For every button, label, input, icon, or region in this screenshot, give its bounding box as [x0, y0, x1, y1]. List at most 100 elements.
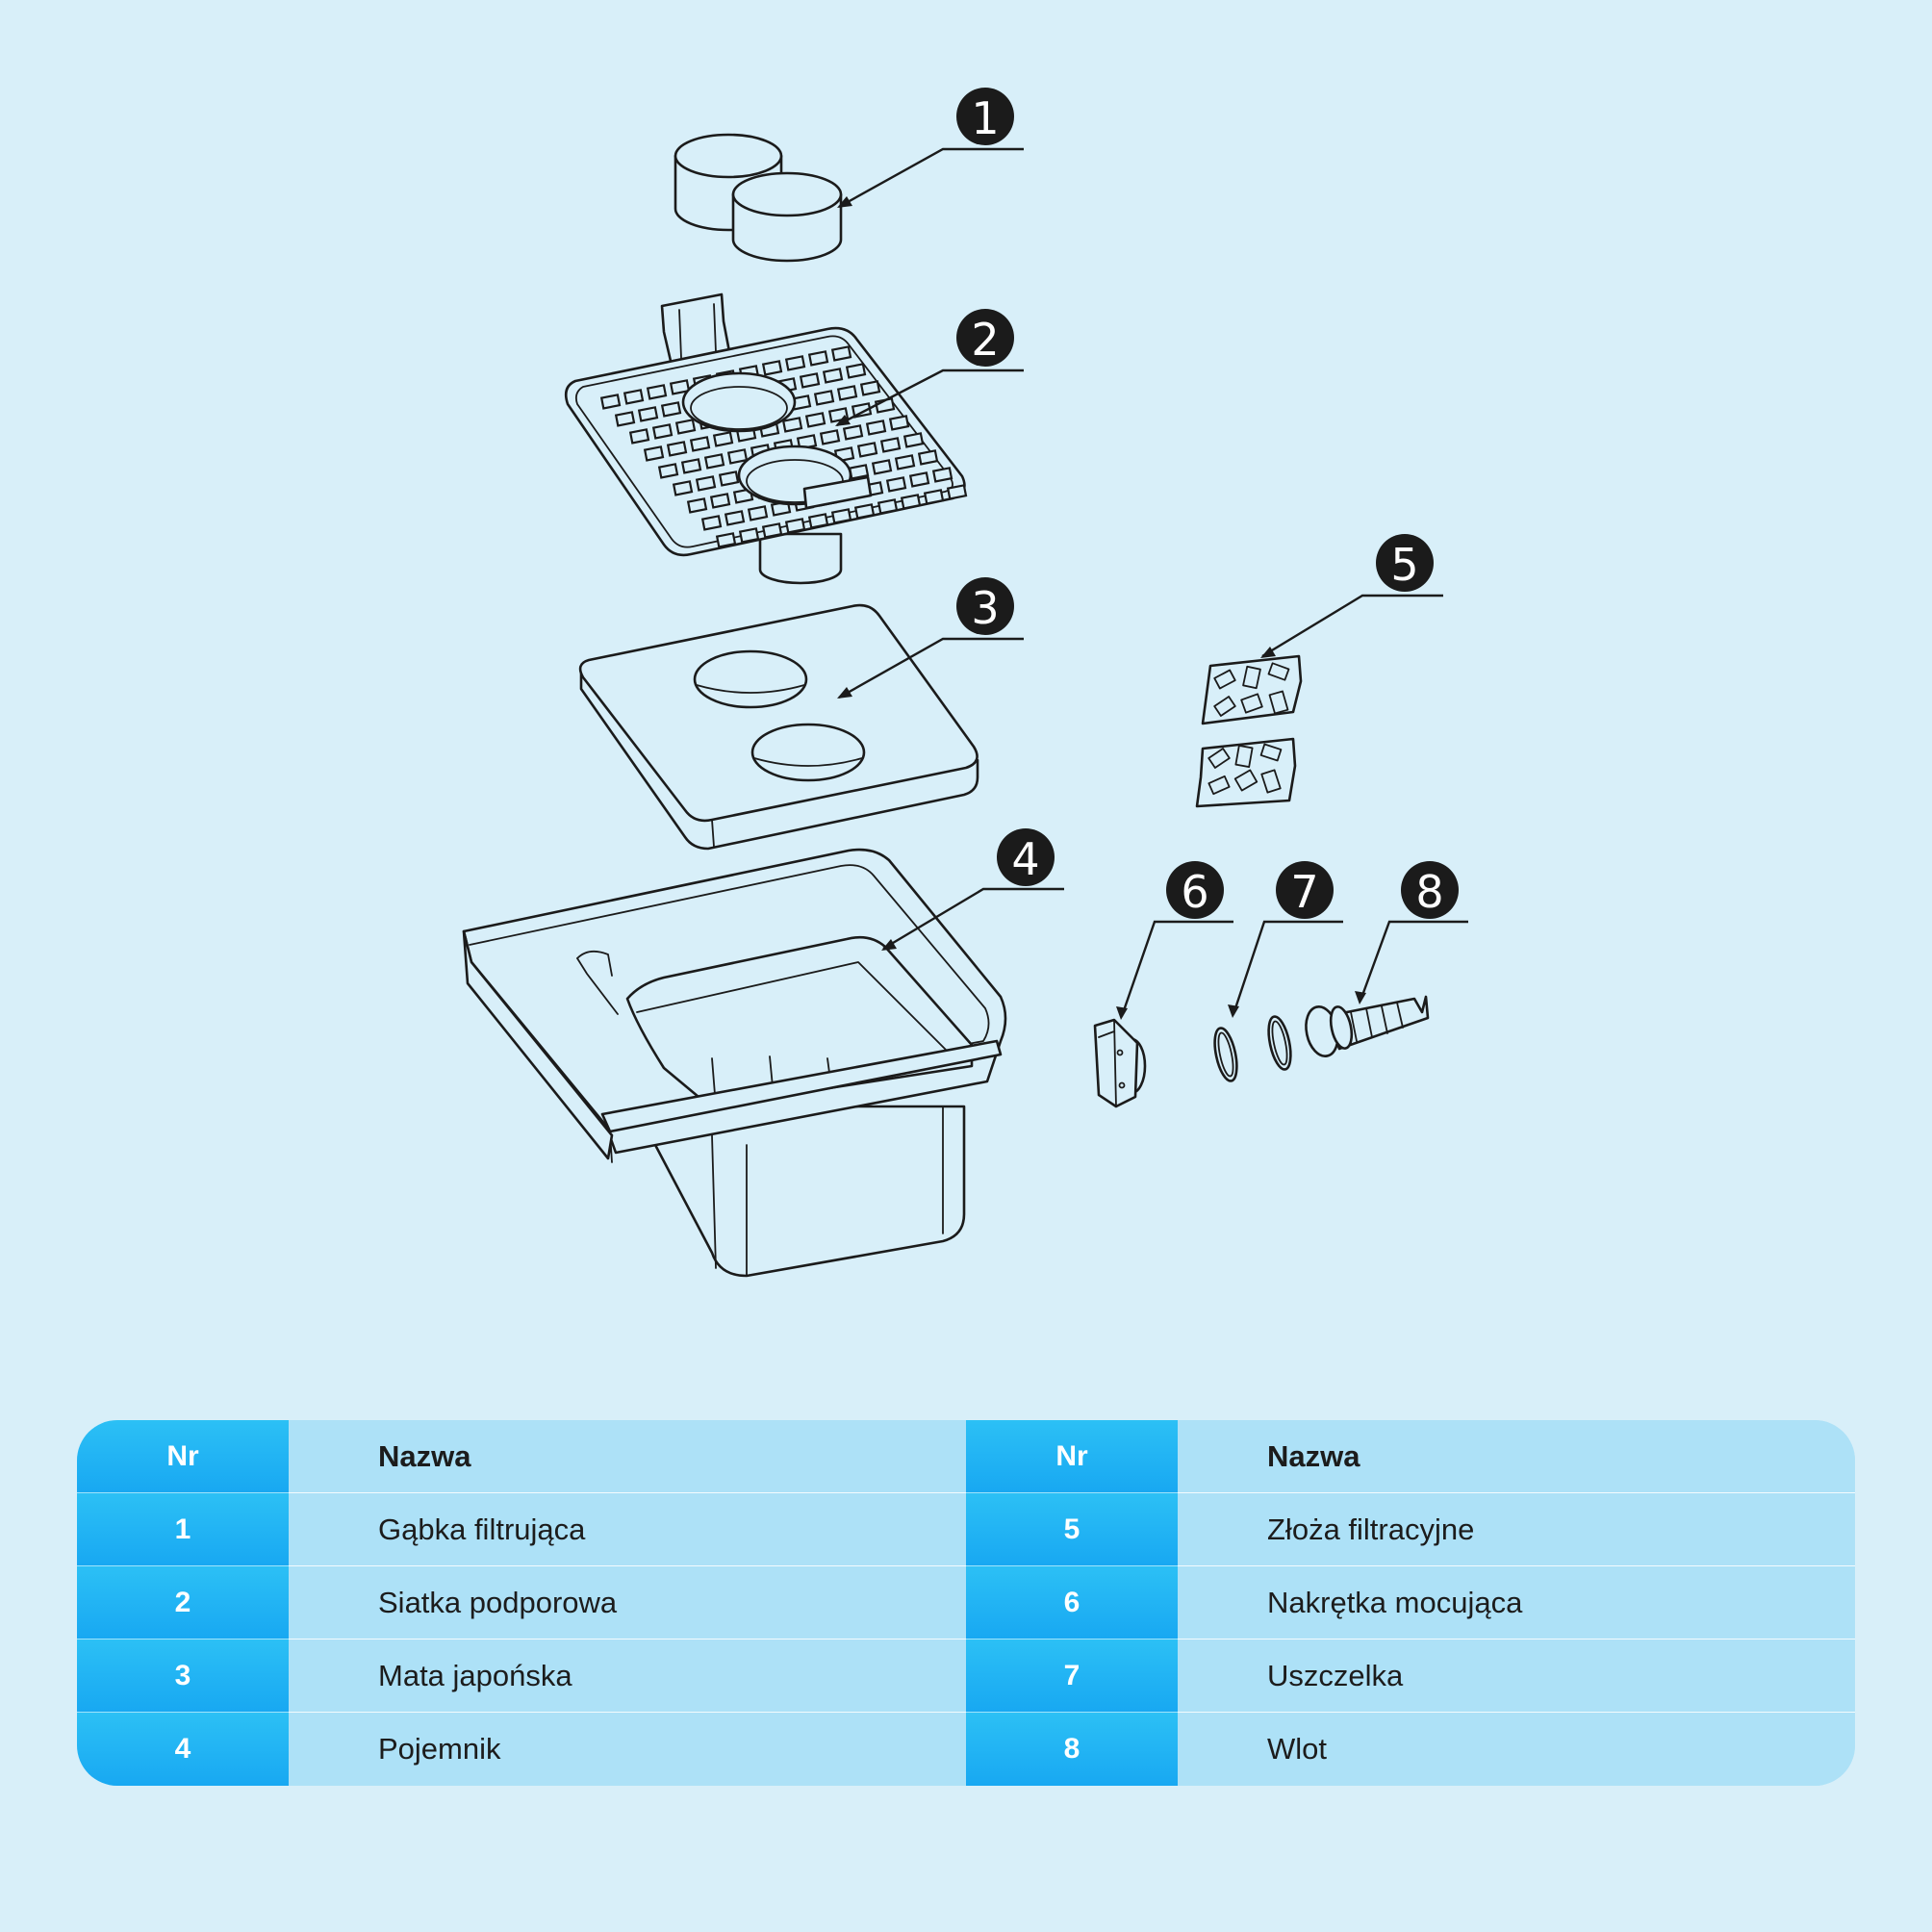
grid-cell — [643, 445, 665, 462]
table-header-name: Nazwa — [289, 1420, 966, 1493]
grid-cell — [700, 515, 723, 531]
grid-cell — [813, 390, 835, 406]
table-cell-name: Wlot — [1178, 1713, 1855, 1786]
grid-cell — [946, 484, 968, 500]
part-1-filter-sponges — [674, 133, 843, 263]
grid-cell — [657, 463, 679, 479]
table-cell-name: Pojemnik — [289, 1713, 966, 1786]
grid-cell — [709, 493, 731, 509]
grid-cell — [885, 476, 907, 493]
badge-1: 1 — [956, 88, 1014, 145]
grid-cell — [836, 385, 858, 401]
grid-cell — [712, 431, 734, 447]
grid-cell — [830, 345, 852, 362]
grid-cell — [674, 419, 697, 435]
part-7-gaskets — [1213, 1015, 1292, 1082]
grid-cell — [900, 494, 922, 510]
grid-cell — [686, 497, 708, 514]
grid-cell — [917, 449, 939, 466]
grid-cell — [908, 471, 930, 488]
grid-cell — [799, 372, 821, 389]
svg-text:1: 1 — [971, 92, 999, 144]
table-cell-nr: 2 — [77, 1566, 289, 1640]
grid-cell — [614, 411, 636, 427]
grid-cell — [902, 432, 925, 448]
svg-text:5: 5 — [1390, 539, 1418, 591]
badge-2: 2 — [956, 309, 1014, 367]
svg-text:4: 4 — [1011, 833, 1039, 885]
grid-cell — [807, 513, 829, 529]
grid-cell — [761, 360, 783, 376]
grid-cell — [842, 424, 864, 441]
grid-cell — [865, 419, 887, 436]
part-4-container — [462, 848, 1007, 1278]
grid-cell — [784, 518, 806, 534]
badge-3: 3 — [956, 577, 1014, 635]
badge-6: 6 — [1166, 861, 1224, 919]
parts-table: Nr Nazwa Nr Nazwa 1 Gąbka filtrująca 5 Z… — [77, 1420, 1855, 1786]
grid-cell — [669, 379, 691, 395]
grid-cell — [888, 415, 910, 431]
grid-cell — [628, 428, 650, 445]
grid-cell — [726, 448, 749, 465]
part-8-inlet — [1305, 995, 1430, 1057]
grid-cell — [877, 498, 899, 515]
grid-cell — [923, 489, 945, 505]
grid-cell — [672, 480, 694, 496]
grid-cell — [761, 522, 783, 539]
table-cell-nr: 1 — [77, 1493, 289, 1566]
grid-cell — [804, 412, 826, 428]
grid-cell — [784, 355, 806, 371]
svg-text:2: 2 — [971, 314, 999, 366]
grid-cell — [703, 453, 725, 470]
table-cell-name: Nakrętka mocująca — [1178, 1566, 1855, 1640]
svg-text:8: 8 — [1415, 866, 1443, 918]
grid-cell — [689, 436, 711, 452]
grid-cell — [724, 510, 746, 526]
table-cell-nr: 3 — [77, 1640, 289, 1713]
table-cell-nr: 5 — [966, 1493, 1178, 1566]
grid-cell — [680, 458, 702, 474]
grid-cell — [879, 437, 902, 453]
badge-5: 5 — [1376, 534, 1434, 592]
table-header-nr: Nr — [77, 1420, 289, 1493]
table-cell-nr: 6 — [966, 1566, 1178, 1640]
grid-cell — [845, 363, 867, 379]
table-cell-nr: 4 — [77, 1713, 289, 1786]
table-cell-name: Gąbka filtrująca — [289, 1493, 966, 1566]
grid-cell — [715, 532, 737, 548]
table-cell-nr: 7 — [966, 1640, 1178, 1713]
grid-cell — [623, 389, 645, 405]
leader-lines — [835, 147, 1468, 1020]
badge-7: 7 — [1276, 861, 1334, 919]
table-cell-name: Siatka podporowa — [289, 1566, 966, 1640]
part-2-support-grid — [564, 292, 968, 585]
exploded-parts-diagram: 1 2 3 4 5 6 7 8 — [462, 88, 1468, 1278]
grid-cell — [747, 505, 769, 521]
grid-cell — [819, 429, 841, 445]
grid-cell — [853, 503, 876, 520]
table-header-nr: Nr — [966, 1420, 1178, 1493]
grid-cell — [718, 470, 740, 487]
svg-text:7: 7 — [1290, 866, 1318, 918]
grid-cell — [660, 401, 682, 418]
grid-cell — [859, 380, 881, 396]
grid-cell — [666, 441, 688, 457]
part-5-filter-media — [1195, 654, 1303, 808]
part-6-fixing-nut — [1093, 1018, 1147, 1108]
part-3-japanese-mat — [578, 603, 979, 851]
badge-8: 8 — [1401, 861, 1459, 919]
table-cell-name: Mata japońska — [289, 1640, 966, 1713]
table-header-name: Nazwa — [1178, 1420, 1855, 1493]
grid-cell — [830, 508, 852, 524]
grid-cell — [599, 394, 622, 410]
badge-4: 4 — [997, 828, 1055, 886]
svg-text:3: 3 — [971, 582, 999, 634]
grid-cell — [894, 454, 916, 470]
table-cell-name: Uszczelka — [1178, 1640, 1855, 1713]
grid-cell — [738, 527, 760, 544]
table-cell-nr: 8 — [966, 1713, 1178, 1786]
grid-cell — [931, 467, 953, 483]
grid-cell — [871, 459, 893, 475]
grid-cell — [695, 475, 717, 492]
